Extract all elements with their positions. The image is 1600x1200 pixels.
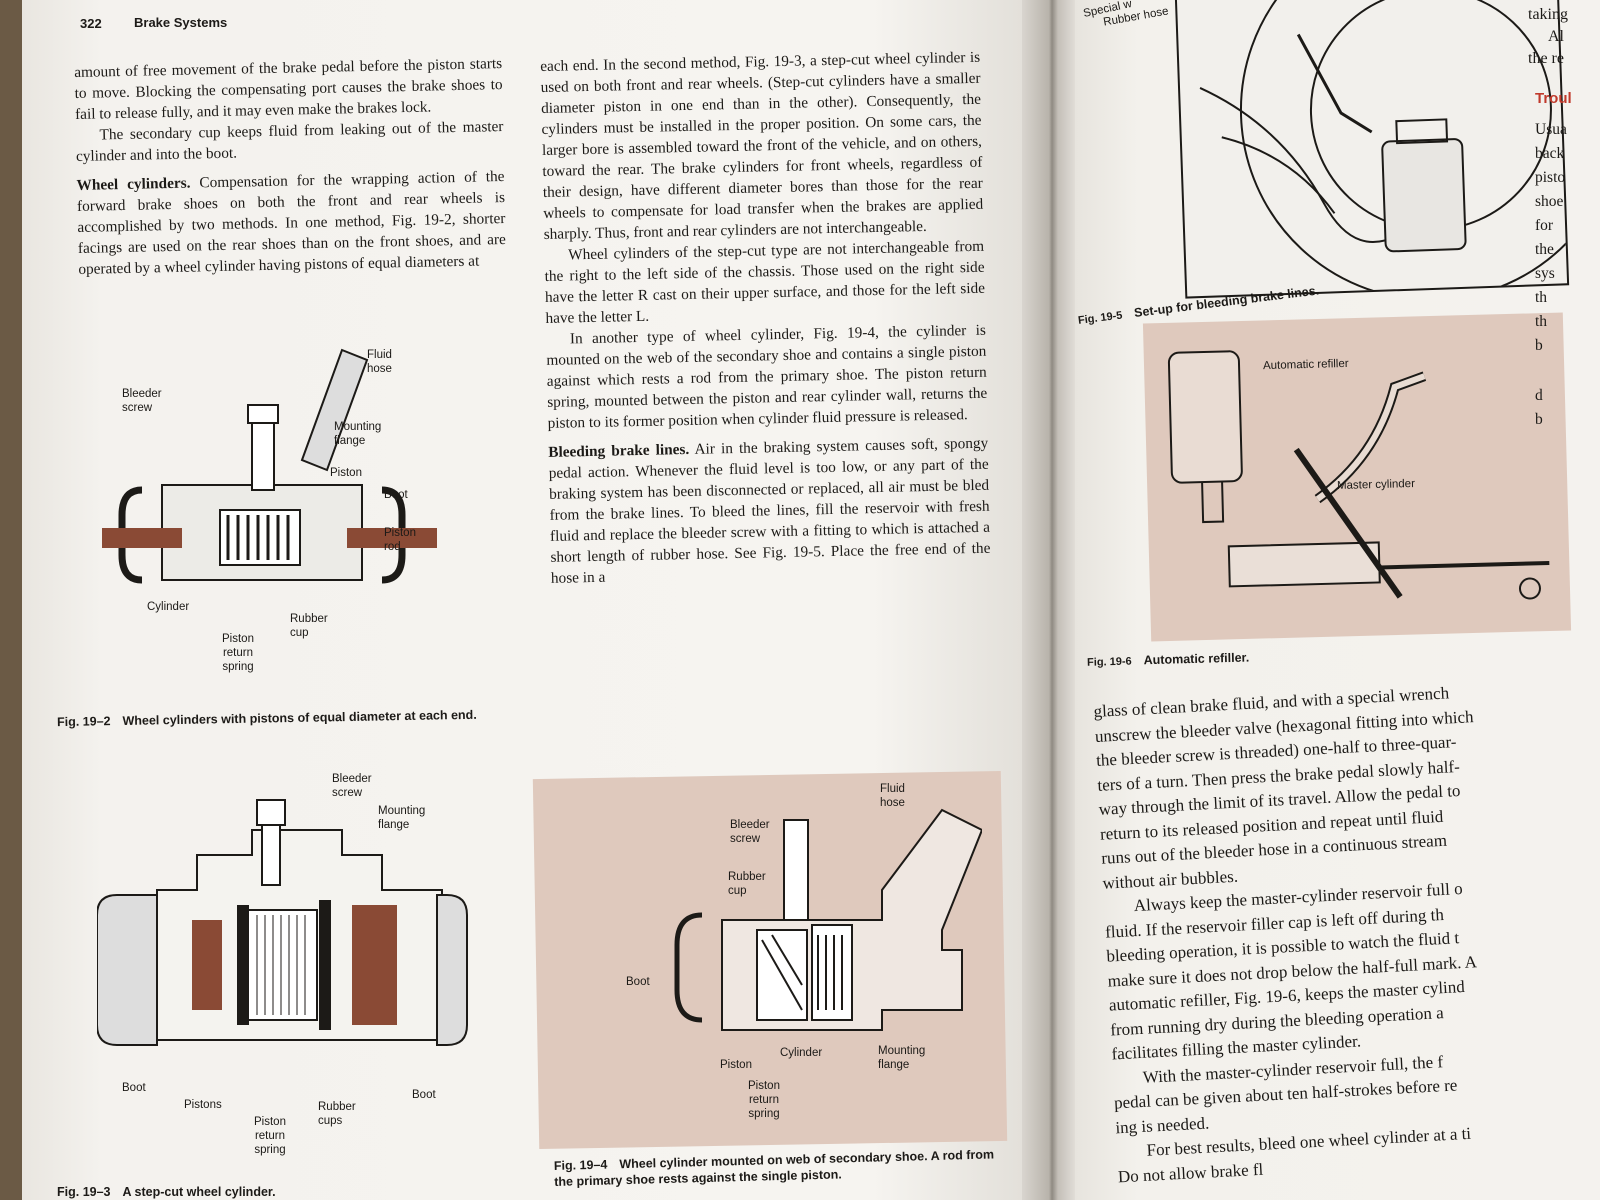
paragraph: amount of free movement of the brake ped… [74,55,503,123]
running-head: Brake Systems [134,15,228,30]
section-heading: Wheel cylinders. [76,174,191,194]
fig3-label-boot-right: Boot [412,1089,436,1101]
left-page: 322 Brake Systems amount of free movemen… [22,0,1022,1200]
edge-word: back [1535,145,1565,162]
page-number: 322 [80,16,102,31]
fig2-label-boot: Boot [384,489,408,501]
fig-19-4-drawing [674,808,982,1031]
column-1-text: amount of free movement of the brake ped… [74,53,506,280]
column-2-text: each end. In the second method, Fig. 19-… [540,47,991,589]
fig-19-6-panel [1142,312,1572,642]
fig-19-2-drawing [102,348,437,584]
paragraph: each end. In the second method, Fig. 19-… [540,48,984,243]
fig4-label-piston: Piston [720,1059,752,1071]
edge-word: the [1535,241,1554,258]
book-gutter [1022,0,1082,1200]
fig6-label-automatic-refiller: Automatic refiller [1262,357,1349,373]
fig-19-6-drawing [1167,350,1550,600]
fig-19-3-drawing [97,799,468,1046]
edge-word: d [1535,387,1543,404]
paragraph: In another type of wheel cylinder, Fig. … [546,321,988,432]
fig3-label-pistons: Pistons [184,1099,222,1111]
edge-word: sys [1535,265,1555,282]
edge-word: b [1535,337,1543,354]
fig4-label-boot: Boot [626,976,650,988]
fig3-label-boot-left: Boot [122,1082,146,1094]
paragraph: Wheel cylinders. Compensation for the wr… [76,166,506,280]
edge-word: th [1535,313,1548,330]
paragraph: The secondary cup keeps fluid from leaki… [75,118,504,165]
edge-word: th [1535,289,1548,306]
right-column-text: glass of clean brake fluid, and with a s… [1093,675,1588,1189]
section-heading: Bleeding brake lines. [548,440,690,461]
fig6-label-master-cylinder: Master cylinder [1336,477,1416,493]
edge-word: pisto [1535,169,1566,186]
edge-word: Usua [1535,121,1567,138]
edge-word: b [1535,411,1543,428]
edge-heading: Troul [1535,90,1572,107]
edge-word: shoe [1535,193,1564,210]
edge-word: for [1535,217,1554,234]
fig-19-5-frame [1174,0,1570,299]
paragraph: Wheel cylinders of the step-cut type are… [544,237,986,327]
fig2-label-cylinder: Cylinder [147,601,190,613]
paragraph: Bleeding brake lines. Air in the braking… [548,433,991,589]
fig2-label-piston: Piston [330,467,362,479]
fig-19-5-drawing [1199,0,1568,297]
fig4-label-cylinder: Cylinder [780,1047,823,1059]
